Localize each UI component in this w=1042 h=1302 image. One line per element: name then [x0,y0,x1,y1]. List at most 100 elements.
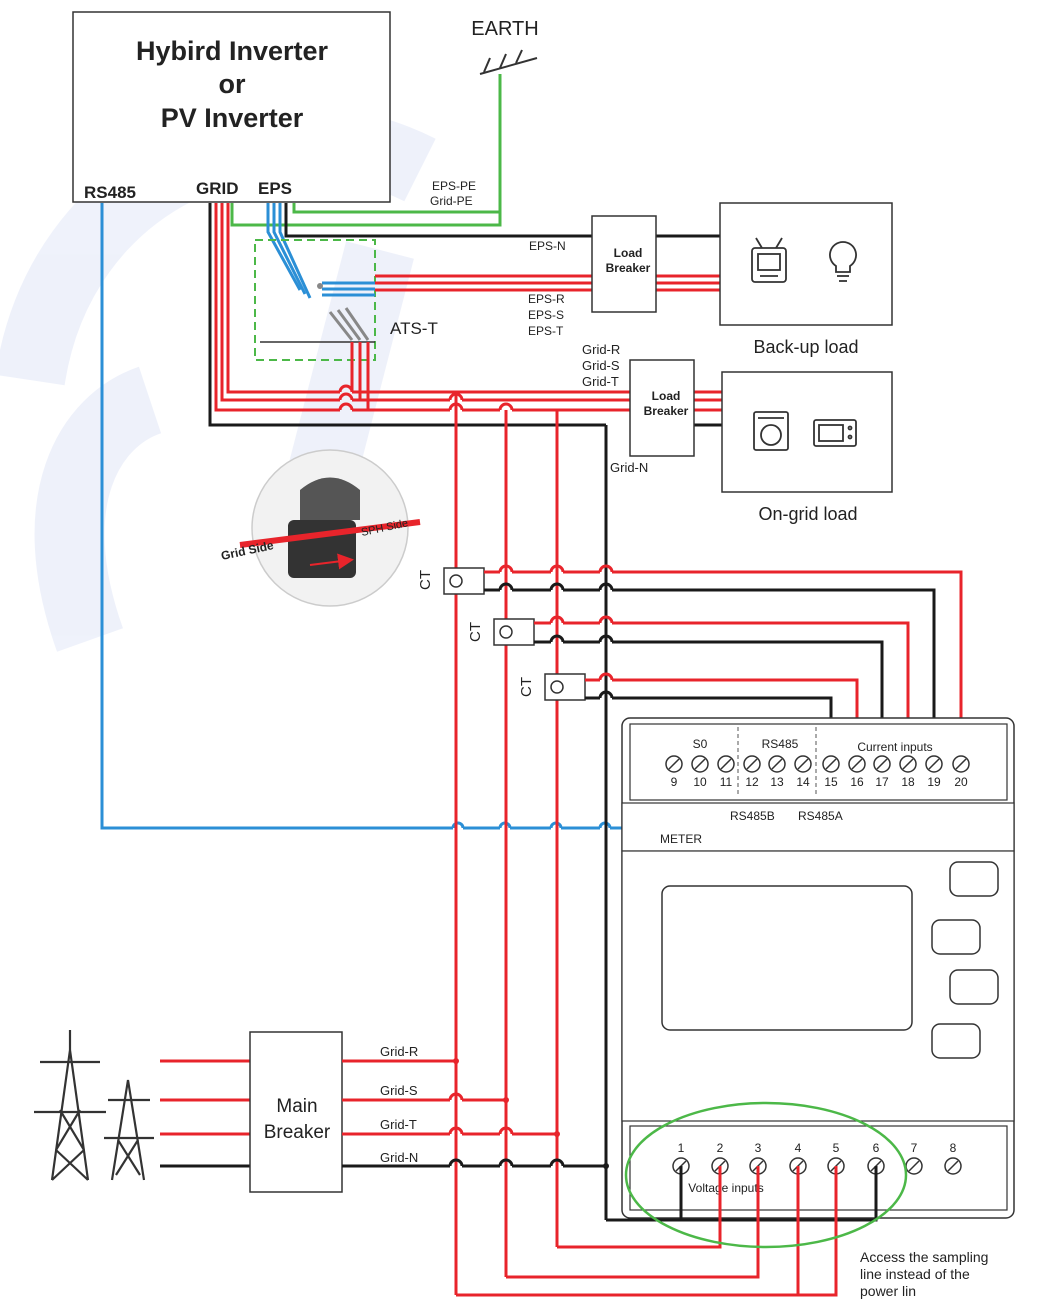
top-terminal-11-label: 11 [720,775,733,789]
top-terminal-13-label: 13 [770,775,784,789]
top-terminal-14 [794,755,812,773]
pe-wires [230,74,502,227]
top-terminal-17 [873,755,891,773]
grid-s-lower-label: Grid-S [380,1083,418,1098]
meter-label: METER [660,832,702,846]
bottom-terminal-6-label: 6 [873,1141,880,1155]
svg-text:Load: Load [652,389,681,403]
eps-r-label: EPS-R [528,292,565,306]
top-terminal-13 [768,755,786,773]
top-terminal-18 [899,755,917,773]
junction-dots [453,1058,609,1169]
meter-rs485-label: RS485 [762,737,799,751]
bottom-terminal-5-label: 5 [833,1141,840,1155]
svg-text:Breaker: Breaker [264,1122,331,1143]
ct-1: CT [417,567,485,595]
svg-text:Breaker: Breaker [644,404,689,418]
grid-port-wires [208,203,606,427]
main-breaker-output-wires [342,1059,606,1168]
top-terminal-9 [665,755,683,773]
top-terminal-16 [848,755,866,773]
bottom-terminal-2-label: 2 [717,1141,724,1155]
inverter-title-line3: PV Inverter [161,103,304,133]
top-terminal-16-label: 16 [850,775,864,789]
svg-text:Main: Main [276,1096,317,1117]
top-terminal-17-label: 17 [875,775,889,789]
load-breaker-backup: Load Breaker [591,215,657,313]
svg-text:Breaker: Breaker [606,261,651,275]
note-line3: power lin [860,1283,916,1299]
ats-switch: ATS-T [254,239,438,411]
top-terminal-12-label: 12 [745,775,759,789]
eps-t-label: EPS-T [528,324,564,338]
sampling-highlight-ellipse [624,1101,908,1249]
rs485a-label: RS485A [798,809,843,823]
inverter-box: Hybird Inverter or PV Inverter RS485 GRI… [72,11,391,203]
ct-2: CT [467,618,535,646]
ongrid-load-label: On-grid load [758,504,857,524]
microwave-icon [813,419,857,447]
top-terminal-14-label: 14 [796,775,810,789]
top-terminal-10-label: 10 [693,775,707,789]
top-terminal-19 [925,755,943,773]
grid-r-lower-label: Grid-R [380,1044,418,1059]
meter-button-1[interactable] [949,861,999,897]
eps-rst-wires [375,274,720,292]
grid-t-upper-label: Grid-T [582,374,619,389]
grid-n-lower-label: Grid-N [380,1150,418,1165]
bottom-terminal-8 [944,1157,962,1175]
meter-button-4[interactable] [931,1023,981,1059]
svg-text:CT: CT [467,622,484,642]
main-breaker: Main Breaker [249,1031,343,1193]
inverter-title-line2: or [219,69,246,99]
s0-label: S0 [693,737,708,751]
ct-3: CT [518,673,586,701]
ct-clamp-illustration: Grid Side SPH Side [220,449,421,607]
top-terminal-10 [691,755,709,773]
bottom-terminal-8-label: 8 [950,1141,957,1155]
inverter-title-line1: Hybird Inverter [136,36,329,66]
meter-button-3[interactable] [949,969,999,1005]
meter-display-screen [661,885,913,1031]
note-line1: Access the sampling [860,1249,988,1265]
voltage-inputs-label: Voltage inputs [688,1181,763,1195]
tv-icon [751,237,787,283]
bottom-terminal-1-label: 1 [678,1141,685,1155]
eps-port-wires [266,203,592,299]
eps-n-label: EPS-N [529,239,566,253]
eps-s-label: EPS-S [528,308,564,322]
top-terminal-19-label: 19 [927,775,941,789]
svg-text:Load: Load [614,246,643,260]
eps-pe-label: EPS-PE [432,179,476,193]
top-terminal-18-label: 18 [901,775,915,789]
current-inputs-label: Current inputs [857,740,932,754]
meter-button-2[interactable] [931,919,981,955]
grid-r-upper-label: Grid-R [582,342,620,357]
vertical-trunks [454,392,608,1295]
load-breaker-ongrid: Load Breaker [629,359,695,457]
washing-machine-icon [753,411,789,451]
top-terminal-20 [952,755,970,773]
top-terminal-15 [822,755,840,773]
note-line2: line instead of the [860,1266,970,1282]
backup-load-box: Back-up load [719,202,893,357]
svg-text:CT: CT [417,570,434,590]
top-terminal-15-label: 15 [824,775,838,789]
backup-load-label: Back-up load [753,337,858,357]
ats-label: ATS-T [390,319,438,338]
grid-t-lower-label: Grid-T [380,1117,417,1132]
incoming-grid-wires [160,1059,250,1168]
bottom-terminal-3-label: 3 [755,1141,762,1155]
earth-label: EARTH [471,18,538,40]
port-grid-label: GRID [196,179,239,198]
top-terminal-12 [743,755,761,773]
bottom-terminal-4-label: 4 [795,1141,802,1155]
top-terminal-9-label: 9 [671,775,678,789]
lightbulb-icon [829,241,857,282]
top-terminal-20-label: 20 [954,775,968,789]
bottom-terminal-7-label: 7 [911,1141,918,1155]
top-terminal-11 [717,755,735,773]
earth-symbol: EARTH [471,18,539,75]
